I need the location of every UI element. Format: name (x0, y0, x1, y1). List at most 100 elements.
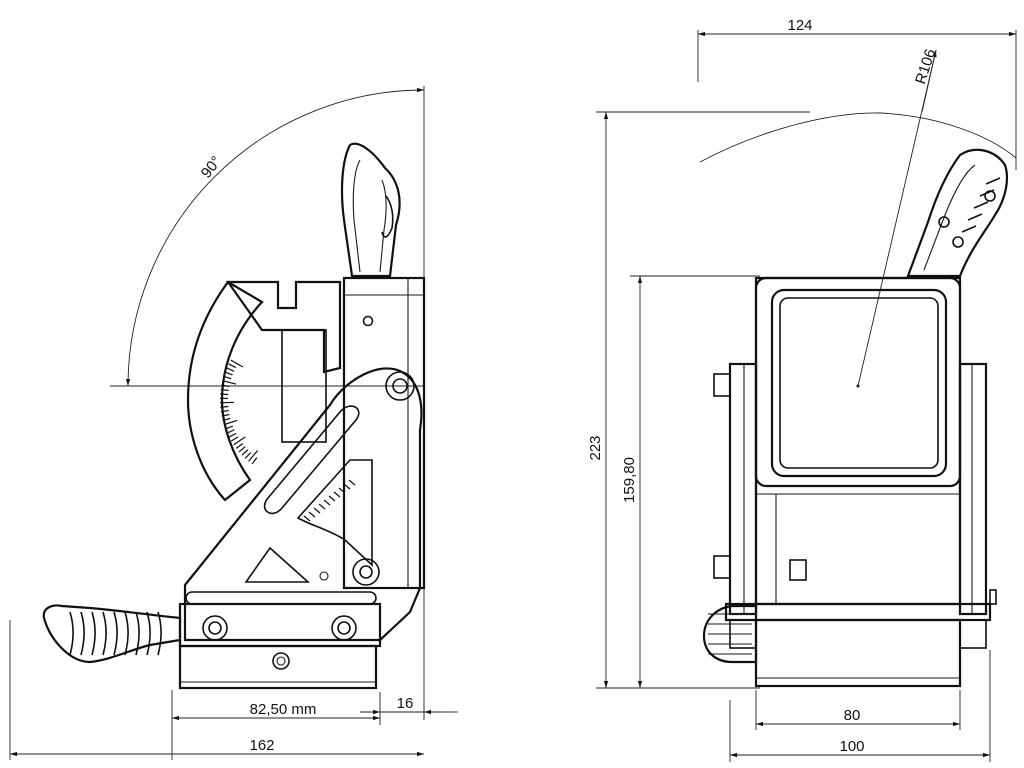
front-body (754, 276, 962, 606)
front-lever-rib (961, 225, 977, 233)
center-mark (856, 384, 860, 388)
arm-pivot-outer (385, 371, 415, 401)
scale-tick (222, 380, 237, 385)
label-radius: R106 (912, 47, 939, 86)
lower-bolt-inner (359, 565, 373, 579)
vertical-column (342, 276, 426, 590)
foot-hole-outer (272, 652, 290, 670)
lower-bolt-outer (352, 558, 380, 586)
front-lever-rib (973, 201, 989, 209)
lower-scale-tick (303, 515, 311, 522)
radius-leader-ext (921, 49, 937, 113)
right-side-plate (958, 362, 988, 616)
scale-tick (233, 436, 246, 446)
scale-tick (221, 413, 230, 417)
lower-scale-tick (338, 487, 346, 494)
angle-scale-ticks (220, 359, 259, 465)
grip-ribs (69, 611, 162, 656)
front-grip (702, 604, 758, 664)
column-hole (362, 315, 374, 327)
front-lever-rib (985, 177, 1001, 185)
small-hole (319, 571, 329, 581)
front-grip-ribs (708, 613, 752, 655)
left-knob-top (713, 373, 731, 397)
lower-scale-tick (308, 511, 316, 518)
scale-tick (225, 425, 234, 430)
grip-rib (146, 611, 151, 656)
lever-handle-top (340, 142, 401, 278)
base-bolt-right-outer (331, 615, 357, 641)
bottom-slot (185, 591, 377, 605)
front-lever-screw-2 (952, 236, 964, 248)
front-body-cap (754, 276, 962, 488)
scale-tick (223, 419, 238, 426)
front-right-tab (989, 589, 997, 605)
label-top-width: 124 (787, 17, 812, 34)
scale-tick (235, 443, 244, 449)
front-window-outer (770, 288, 948, 478)
scale-tick (220, 409, 229, 413)
lower-scale-tick (323, 499, 331, 506)
lever-grip (381, 195, 394, 238)
front-lever-screw-3 (984, 190, 996, 202)
front-lever-screw-1 (938, 216, 950, 228)
front-window-inner (779, 297, 939, 469)
front-lever-rib (967, 213, 983, 221)
scale-tick (221, 384, 230, 388)
scale-tick (248, 450, 259, 462)
side-grip-handle (42, 604, 182, 664)
scale-tick (230, 436, 239, 442)
front-lever-handle (906, 148, 1009, 278)
center-knob (789, 559, 807, 581)
bracket-slot (281, 329, 327, 443)
upper-bracket (225, 280, 342, 374)
label-total-width-right: 100 (839, 738, 864, 755)
arm-slot (263, 405, 360, 515)
radius-arc (699, 112, 1017, 163)
grip-rib (157, 611, 162, 656)
scale-tick (220, 393, 229, 396)
scale-tick (226, 367, 235, 372)
scale-tick (251, 457, 258, 465)
label-base-width: 80 (844, 707, 861, 724)
arm-pivot-inner (392, 378, 408, 394)
front-view (596, 30, 1017, 762)
label-angle: 90° (198, 153, 225, 181)
label-offset-bottom: 82,50 mm (250, 701, 317, 718)
grip-rib (124, 611, 129, 656)
scale-tick (224, 371, 233, 376)
lower-scale-tick (348, 479, 356, 486)
label-total-width-left: 162 (249, 737, 274, 754)
scale-tick (228, 363, 237, 369)
base-bolt-left-outer (202, 615, 228, 641)
scale-tick (220, 405, 229, 408)
label-total-height: 223 (587, 435, 604, 460)
lower-scale-tick (313, 507, 321, 514)
scale-tick (228, 432, 237, 438)
lower-scale-tick (333, 491, 341, 498)
triangle-cutout (244, 546, 311, 583)
magnet-foot (178, 644, 378, 690)
front-lever-ribs (961, 177, 1001, 233)
grip-rib (69, 611, 74, 656)
grip-rib (80, 611, 85, 656)
label-right-gap: 16 (397, 695, 414, 712)
grip-rib (91, 611, 96, 656)
base-bolt-right-inner (337, 621, 351, 635)
scale-tick (230, 359, 244, 368)
lower-scale-tick (343, 483, 351, 490)
base-bolt-left-inner (208, 621, 222, 635)
lower-scale-tick (318, 503, 326, 510)
angle-arc (125, 87, 425, 387)
scale-tick (238, 446, 246, 453)
front-magnet (754, 618, 962, 688)
label-body-height: 159,80 (621, 457, 638, 503)
front-right-foot (959, 619, 987, 649)
lower-scale-tick (328, 495, 336, 502)
grip-rib (135, 611, 140, 656)
grip-rib (113, 611, 118, 656)
lower-scale-ticks (303, 479, 356, 522)
left-knob-bottom (713, 555, 731, 579)
grip-rib (102, 611, 107, 656)
